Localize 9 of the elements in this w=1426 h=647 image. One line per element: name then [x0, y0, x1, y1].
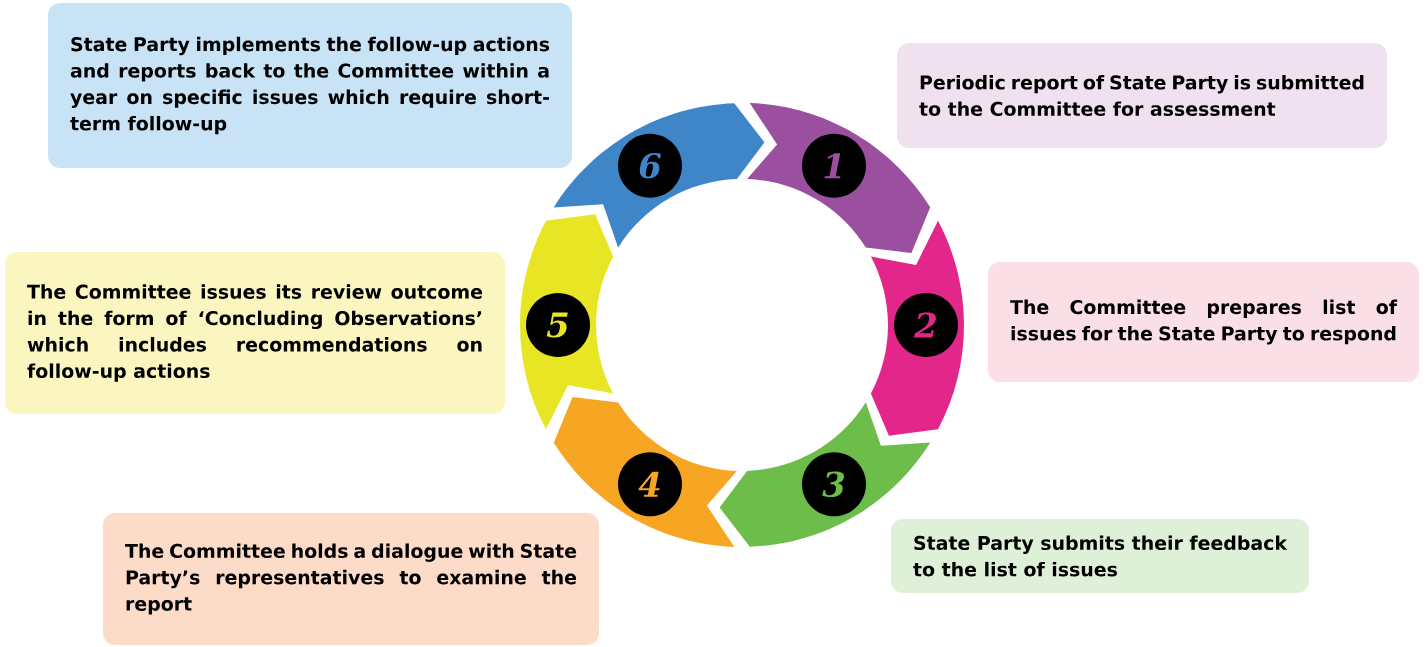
arrow-segment: 2 — [870, 220, 964, 436]
text-box: The Committee prepares list of issues for the State Party to respond — [988, 262, 1419, 382]
arrow-segment: 6 — [553, 103, 765, 248]
text-box: State Party implements the follow-up actions and reports back to the Committee within a year on specific issues which require short-term follow-up — [48, 3, 572, 168]
text-box: The Committee holds a dialogue with State Party’s representatives to examine the report — [103, 513, 599, 645]
arrow-segment: 5 — [520, 214, 614, 430]
text-box: The Committee issues its review outcome in the form of ‘Concluding Observations’ which includes recommendations on follow-up actions — [5, 252, 505, 414]
text-box: Periodic report of State Party is submitted to the Committee for assessment — [897, 43, 1387, 148]
text-box: State Party submits their feedback to the list of issues — [891, 519, 1309, 593]
